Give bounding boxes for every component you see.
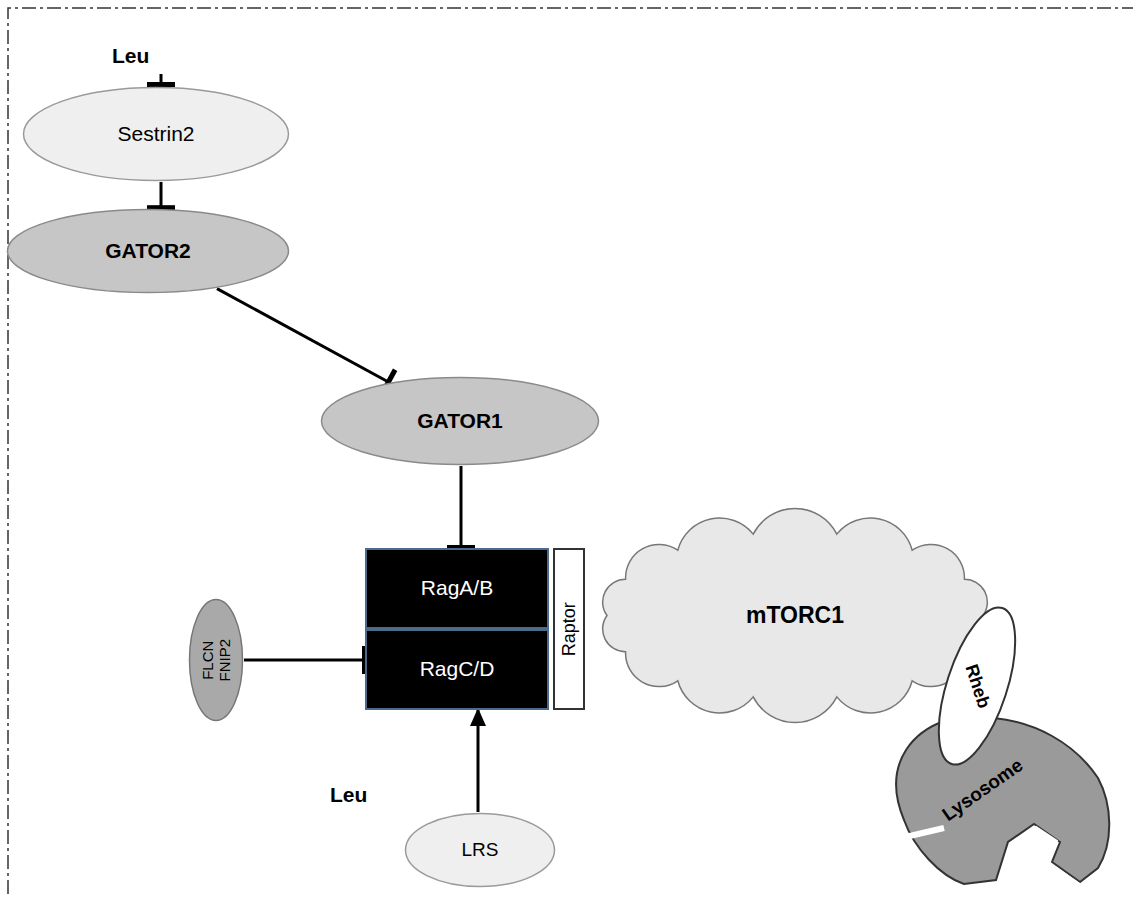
inhibition-connector [244, 659, 365, 662]
complex-ellipse: GATOR1 [320, 376, 600, 466]
amino-acid-label: Leu [112, 44, 149, 68]
node-label: FLCN FNIP2 [199, 634, 234, 686]
inhibition-connector [460, 466, 463, 548]
complex-ellipse: FLCN FNIP2 [188, 598, 244, 722]
adaptor-box: Raptor [553, 548, 585, 710]
complex-ellipse: GATOR2 [6, 208, 290, 294]
node-label: GATOR2 [105, 239, 191, 263]
gtpase-box: RagC/D [365, 629, 549, 710]
organelle-shape: Lysosome [884, 692, 1118, 888]
node-label: Raptor [559, 602, 580, 656]
inhibition-connector [160, 182, 163, 208]
gtpase-ellipse: Rheb [935, 600, 1019, 772]
gtpase-box: RagA/B [365, 548, 549, 629]
activation-arrow [477, 710, 480, 812]
leucine-inhibition-line [160, 74, 163, 85]
amino-acid-label: Leu [330, 783, 367, 807]
frame-border [8, 8, 1133, 894]
protein-ellipse: Sestrin2 [22, 86, 290, 182]
node-label: Sestrin2 [117, 122, 194, 146]
node-label: RagC/D [420, 657, 495, 681]
enzyme-ellipse: LRS [404, 812, 556, 888]
node-label: RagA/B [421, 576, 493, 600]
node-label: mTORC1 [746, 602, 844, 628]
node-label: GATOR1 [417, 409, 503, 433]
complex-cloud: mTORC1 [585, 508, 1005, 723]
inhibition-connector [217, 289, 389, 383]
node-label: LRS [462, 839, 499, 861]
